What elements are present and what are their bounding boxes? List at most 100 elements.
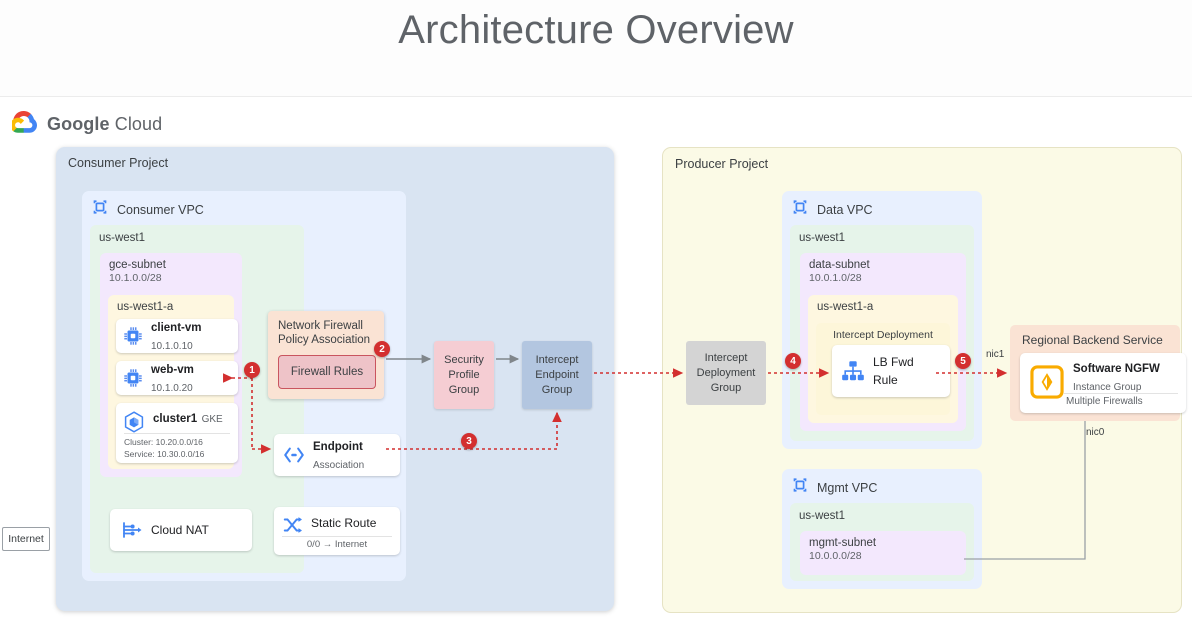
endpoint-association-text: Endpoint Association	[313, 437, 392, 474]
cluster1-cidrs: Cluster: 10.20.0.0/16 Service: 10.30.0.0…	[124, 436, 204, 460]
spg-line3: Group	[448, 383, 480, 396]
page-title: Architecture Overview	[398, 8, 794, 52]
cloud-nat-card[interactable]: Cloud NAT	[110, 509, 252, 551]
mgmt-vpc-header: Mgmt VPC	[792, 477, 877, 498]
static-route-card[interactable]: Static Route 0/0 → Internet	[274, 507, 400, 555]
idg-line1: Intercept	[704, 351, 748, 364]
google-cloud-brand: Google Cloud	[10, 110, 162, 138]
ieg-line1: Intercept	[535, 353, 579, 366]
endpoint-association-icon	[282, 444, 306, 466]
cluster1-card[interactable]: cluster1 GKE Cluster: 10.20.0.0/16 Servi…	[116, 403, 238, 463]
lb-fwd-rule-line1: LB Fwd	[873, 354, 914, 369]
badge-5: 5	[955, 353, 971, 369]
static-route-text: Static Route	[311, 514, 376, 532]
cluster1-name: cluster1	[153, 413, 198, 425]
data-subnet-name: data-subnet	[809, 259, 870, 271]
static-route-dest: 0/0 → Internet	[306, 539, 368, 550]
spg-line2: Profile	[448, 368, 480, 381]
mgmt-vpc-region-label: us-west1	[799, 510, 846, 522]
static-route-icon	[282, 514, 304, 536]
consumer-vpc-label: Consumer VPC	[117, 202, 204, 217]
consumer-region-label: us-west1	[99, 232, 146, 244]
idg-line3: Group	[710, 381, 742, 394]
consumer-project-label: Consumer Project	[68, 156, 169, 170]
software-ngfw-sub2: Multiple Firewalls	[1066, 396, 1143, 407]
vpc-icon	[92, 199, 108, 220]
consumer-vpc-header: Consumer VPC	[92, 199, 204, 220]
nfpa-title-line1: Network Firewall	[278, 320, 363, 332]
web-vm-ip: 10.1.0.20	[151, 383, 193, 394]
badge-2: 2	[374, 341, 390, 357]
cloud-nat-text: Cloud NAT	[151, 521, 209, 539]
intercept-endpoint-group[interactable]: Intercept Endpoint Group	[522, 341, 592, 409]
nfpa-title: Network Firewall Policy Association	[278, 319, 370, 347]
static-route-divider	[282, 536, 392, 537]
badge-4: 4	[785, 353, 801, 369]
cpu-chip-icon	[122, 325, 144, 347]
gce-subnet-name: gce-subnet	[109, 259, 166, 271]
nic1-label: nic1	[986, 349, 1005, 360]
web-vm-name: web-vm	[151, 363, 194, 376]
idg-text: Intercept Deployment Group	[697, 351, 756, 396]
software-ngfw-sub1: Instance Group	[1073, 382, 1142, 394]
gke-cluster-icon	[122, 410, 146, 434]
cluster1-service-cidr: Service: 10.30.0.0/16	[124, 449, 205, 459]
badge-3: 3	[461, 433, 477, 449]
nfpa-title-line2: Policy Association	[278, 334, 371, 346]
cluster1-kind: GKE	[201, 414, 223, 425]
regional-backend-service: Regional Backend Service Software NGFW I…	[1010, 325, 1186, 421]
mgmt-vpc-label: Mgmt VPC	[817, 480, 878, 495]
gce-subnet-label: gce-subnet 10.1.0.0/28	[109, 259, 166, 285]
vpc-icon	[792, 477, 808, 498]
data-vpc-label: Data VPC	[817, 202, 873, 217]
idg-line2: Deployment	[696, 366, 756, 379]
cpu-chip-icon	[122, 367, 144, 389]
cluster1-divider	[124, 433, 230, 434]
data-vpc-header: Data VPC	[792, 199, 873, 220]
firewall-rules-box[interactable]: Firewall Rules	[278, 355, 376, 389]
client-vm-ip: 10.1.0.10	[151, 341, 193, 352]
badge-1: 1	[244, 362, 260, 378]
gce-subnet-cidr: 10.1.0.0/28	[109, 272, 162, 284]
regional-backend-service-label: Regional Backend Service	[1022, 333, 1163, 347]
mgmt-subnet-cidr: 10.0.0.0/28	[809, 550, 862, 562]
endpoint-association-name: Endpoint	[313, 440, 363, 453]
ieg-text: Intercept Endpoint Group	[535, 353, 578, 398]
data-subnet-cidr: 10.0.1.0/28	[809, 272, 862, 284]
software-ngfw-text: Software NGFW Instance Group	[1073, 359, 1178, 396]
cluster1-text: cluster1 GKE	[153, 409, 223, 427]
brand-cloud: Cloud	[114, 114, 163, 134]
brand-label: Google Cloud	[47, 114, 162, 135]
mgmt-subnet: mgmt-subnet 10.0.0.0/28	[800, 531, 966, 575]
data-subnet-label: data-subnet 10.0.1.0/28	[809, 259, 870, 285]
google-cloud-canvas: Google Cloud Internet Consumer Project C…	[0, 96, 1192, 629]
google-cloud-logo-icon	[10, 110, 38, 138]
spg-line1: Security	[444, 353, 484, 366]
lb-fwd-rule-text: LB Fwd Rule	[873, 353, 914, 390]
endpoint-association-sub: Association	[313, 460, 365, 471]
security-profile-group[interactable]: Security Profile Group	[434, 341, 494, 409]
cloud-nat-icon	[120, 518, 144, 542]
mgmt-subnet-label: mgmt-subnet 10.0.0.0/28	[809, 537, 876, 563]
data-vpc-zone-label: us-west1-a	[817, 301, 874, 313]
client-vm-card[interactable]: client-vm 10.1.0.10	[116, 319, 238, 353]
web-vm-card[interactable]: web-vm 10.1.0.20	[116, 361, 238, 395]
mgmt-subnet-name: mgmt-subnet	[809, 537, 877, 549]
load-balancer-icon	[840, 358, 866, 384]
cloud-nat-label: Cloud NAT	[151, 522, 209, 537]
intercept-deployment-group[interactable]: Intercept Deployment Group	[686, 341, 766, 405]
ngfw-shield-icon	[1028, 363, 1066, 401]
endpoint-association-card[interactable]: Endpoint Association	[274, 434, 400, 476]
client-vm-text: client-vm 10.1.0.10	[151, 318, 232, 355]
software-ngfw-card[interactable]: Software NGFW Instance Group Multiple Fi…	[1020, 353, 1186, 413]
lb-fwd-rule-line2: Rule	[873, 373, 898, 387]
ieg-line3: Group	[541, 383, 573, 396]
internet-box: Internet	[2, 527, 50, 551]
web-vm-text: web-vm 10.1.0.20	[151, 360, 232, 397]
lb-fwd-rule-card[interactable]: LB Fwd Rule	[832, 345, 950, 397]
static-route-name: Static Route	[311, 516, 377, 530]
ngfw-divider	[1064, 393, 1178, 394]
data-vpc-region-label: us-west1	[799, 232, 846, 244]
producer-project-label: Producer Project	[675, 157, 769, 171]
network-firewall-policy-association[interactable]: Network Firewall Policy Association Fire…	[268, 311, 384, 399]
